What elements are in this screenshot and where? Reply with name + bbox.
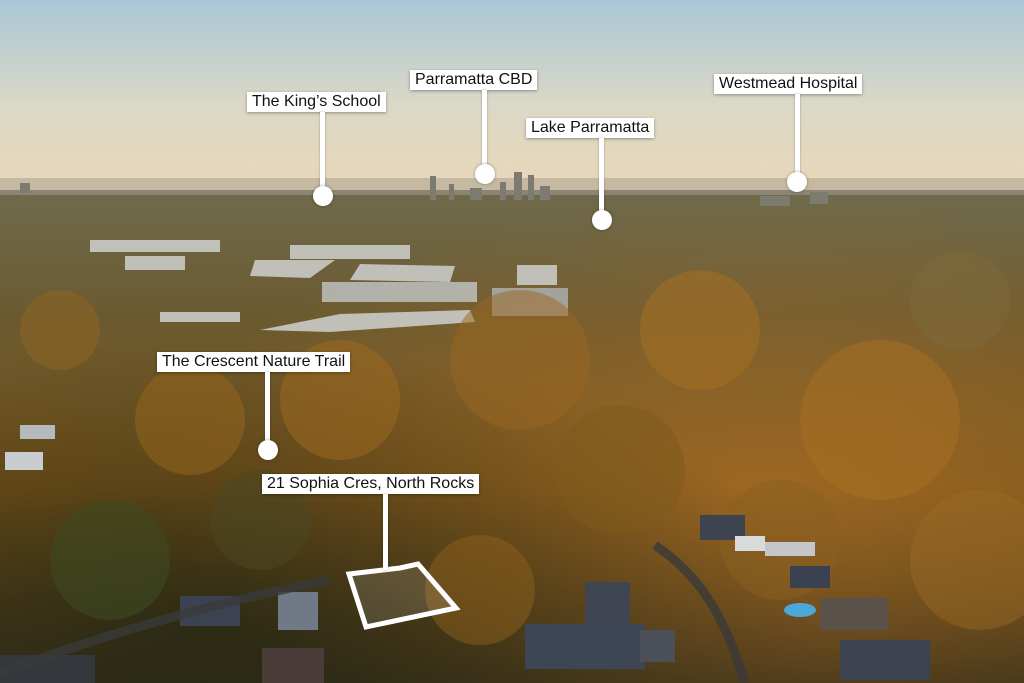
label-property-address: 21 Sophia Cres, North Rocks — [262, 474, 480, 494]
location-dot-lake-parramatta — [592, 210, 612, 230]
label-westmead-hospital: Westmead Hospital — [714, 74, 863, 94]
label-kings-school: The King’s School — [247, 92, 386, 112]
pointer-line-lake-parramatta — [599, 138, 604, 212]
label-lake-parramatta: Lake Parramatta — [526, 118, 655, 138]
pointer-line-property — [383, 494, 388, 570]
location-dot-crescent-nature-trail — [258, 440, 278, 460]
sky — [0, 0, 1024, 190]
label-crescent-nature-trail: The Crescent Nature Trail — [157, 352, 351, 372]
pointer-line-kings-school — [320, 112, 325, 188]
pointer-line-westmead-hospital — [795, 94, 800, 176]
label-parramatta-cbd: Parramatta CBD — [410, 70, 538, 90]
pointer-line-parramatta-cbd — [482, 90, 487, 166]
location-dot-kings-school — [313, 186, 333, 206]
location-dot-parramatta-cbd — [475, 164, 495, 184]
pointer-line-crescent-nature-trail — [265, 372, 270, 442]
roads — [0, 541, 750, 683]
suburban-houses — [0, 425, 930, 683]
location-dot-westmead-hospital — [787, 172, 807, 192]
parramatta-skyline — [20, 172, 828, 206]
